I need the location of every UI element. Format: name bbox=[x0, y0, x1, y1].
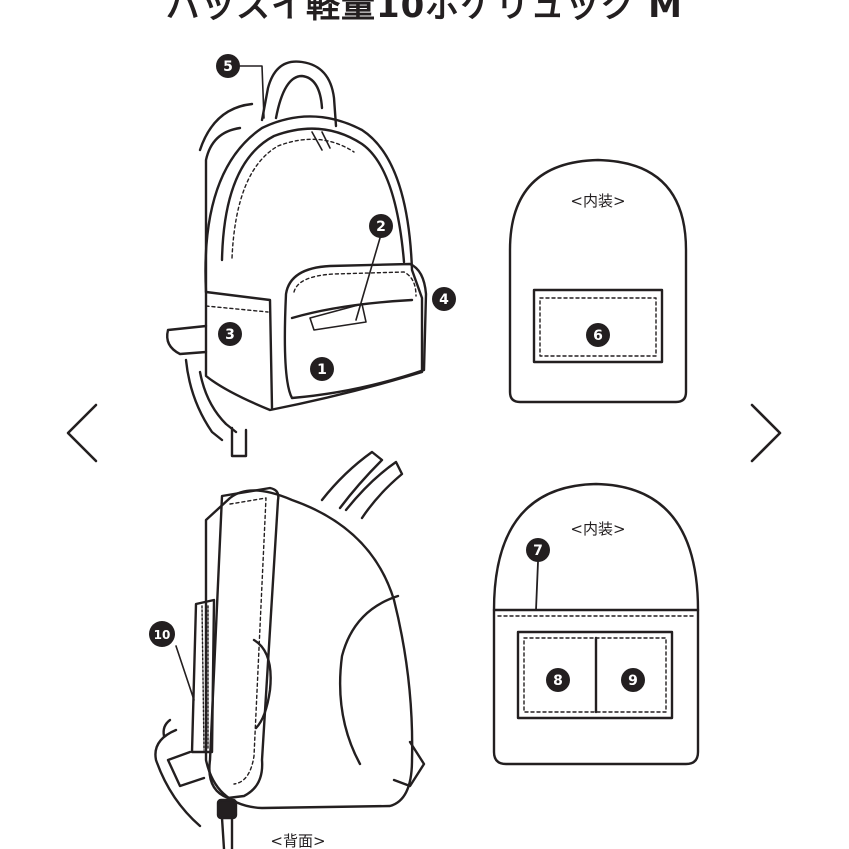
next-button[interactable] bbox=[738, 395, 788, 475]
inner-label-bottom: <内装> bbox=[570, 520, 625, 538]
callout-9 bbox=[621, 668, 645, 692]
callout-7-number: 7 bbox=[533, 543, 543, 559]
callout-9-number: 9 bbox=[628, 673, 638, 689]
back-label: <背面> bbox=[270, 832, 325, 849]
callout-4-number: 4 bbox=[439, 292, 449, 308]
chevron-right-icon bbox=[750, 403, 782, 463]
callout-4 bbox=[432, 287, 456, 311]
callout-8-number: 8 bbox=[553, 673, 563, 689]
callout-10-number: 10 bbox=[154, 628, 171, 642]
callout-3 bbox=[218, 322, 242, 346]
callout-1-number: 1 bbox=[317, 362, 327, 378]
leader-lines bbox=[175, 65, 381, 701]
interior-view-bottom bbox=[492, 482, 700, 766]
callout-7 bbox=[526, 538, 550, 562]
callout-6 bbox=[586, 323, 610, 347]
callout-1 bbox=[310, 357, 334, 381]
chevron-left-icon bbox=[66, 403, 98, 463]
interior-view-top bbox=[508, 158, 688, 404]
page-title: パッスイ軽量10ポケリュック M bbox=[166, 0, 683, 26]
callout-8 bbox=[546, 668, 570, 692]
callout-6-number: 6 bbox=[593, 328, 603, 344]
callout-10 bbox=[149, 621, 175, 647]
callouts: 1 2 3 4 5 6 7 8 9 10 bbox=[149, 54, 645, 692]
front-view-backpack bbox=[166, 60, 428, 458]
callout-2-number: 2 bbox=[376, 219, 386, 235]
callout-3-number: 3 bbox=[225, 327, 235, 343]
inner-label-top: <内装> bbox=[570, 192, 625, 210]
prev-button[interactable] bbox=[52, 395, 102, 475]
callout-5-number: 5 bbox=[223, 59, 233, 75]
callout-5 bbox=[216, 54, 240, 78]
callout-2 bbox=[369, 214, 393, 238]
back-view-backpack bbox=[154, 450, 426, 849]
